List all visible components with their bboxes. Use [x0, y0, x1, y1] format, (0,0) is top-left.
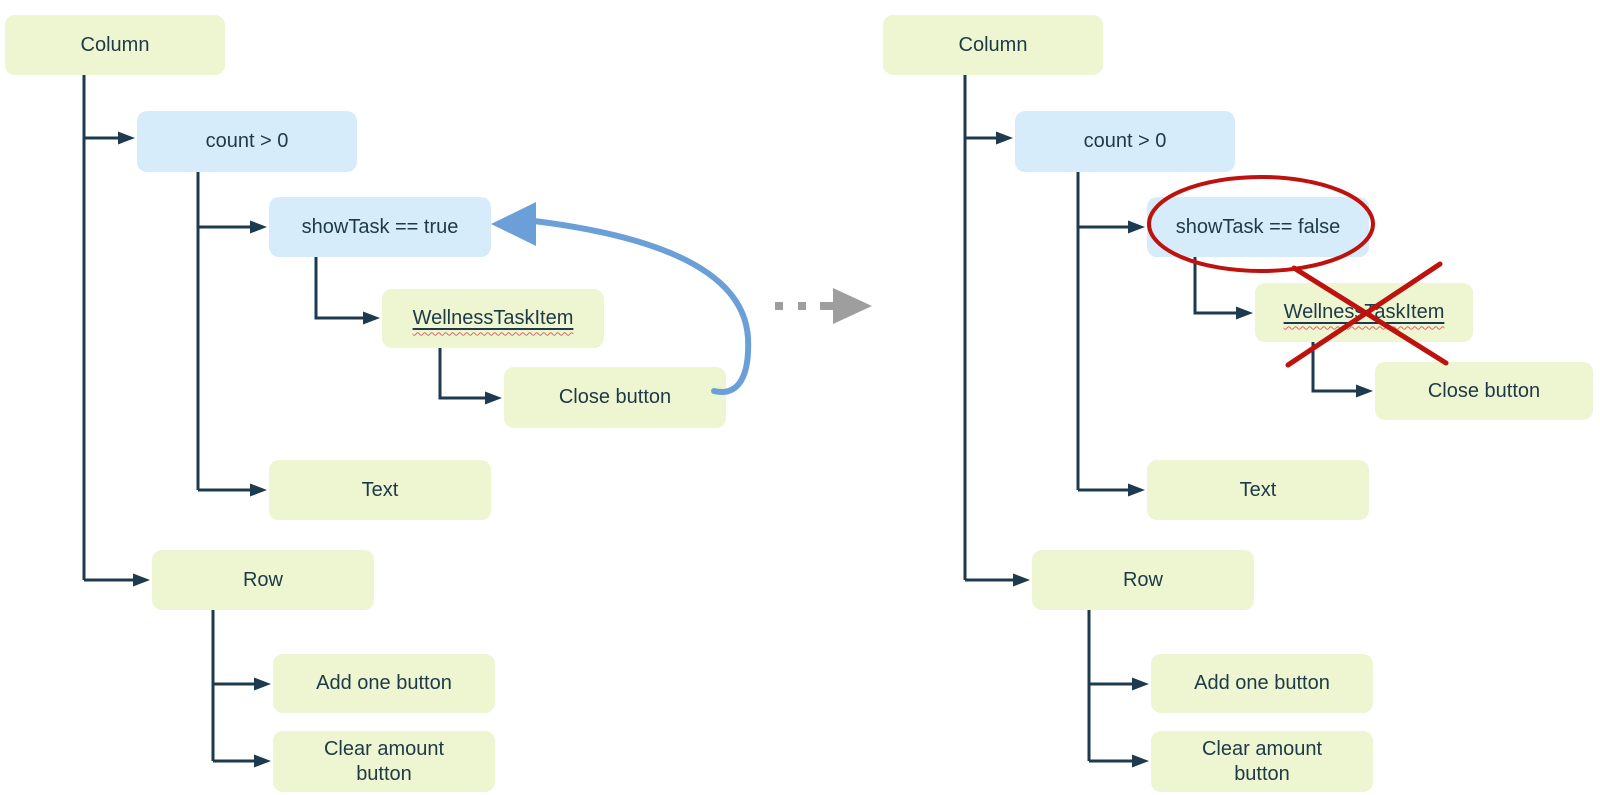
left-node-add-one-button: Add one button — [273, 654, 495, 713]
node-label: count > 0 — [205, 130, 289, 153]
right-node-text: Text — [1147, 460, 1369, 520]
node-label: Clear amount button — [1201, 738, 1323, 785]
right-node-wellnesstaskitem: WellnessTaskItem — [1255, 283, 1473, 342]
left-node-clear-amount-button: Clear amount button — [273, 731, 495, 792]
left-node-column: Column — [5, 15, 225, 75]
right-node-close-button: Close button — [1375, 362, 1593, 420]
node-label: Close button — [558, 386, 672, 409]
left-node-close-button: Close button — [504, 367, 726, 428]
right-node-add-one-button: Add one button — [1151, 654, 1373, 713]
right-node-showtask-condition: showTask == false — [1147, 197, 1369, 257]
node-label: Column — [80, 33, 150, 56]
node-label: Add one button — [316, 672, 452, 695]
node-label: Close button — [1427, 379, 1541, 402]
node-label: Row — [1122, 568, 1163, 591]
node-label: WellnessTaskItem — [1283, 301, 1445, 324]
node-label: Text — [1239, 478, 1277, 501]
right-node-row: Row — [1032, 550, 1254, 610]
right-node-column: Column — [883, 15, 1103, 75]
node-label: Text — [361, 478, 399, 501]
node-label: Add one button — [1194, 672, 1330, 695]
node-label: count > 0 — [1083, 130, 1167, 153]
node-label: showTask == false — [1175, 215, 1341, 238]
left-node-count-condition: count > 0 — [137, 111, 357, 172]
right-node-clear-amount-button: Clear amount button — [1151, 731, 1373, 792]
left-node-showtask-condition: showTask == true — [269, 197, 491, 257]
dashed-transition-arrow-icon — [775, 288, 872, 324]
node-label: WellnessTaskItem — [412, 307, 574, 330]
right-node-count-condition: count > 0 — [1015, 111, 1235, 172]
left-node-text: Text — [269, 460, 491, 520]
node-label: showTask == true — [301, 215, 459, 238]
left-node-row: Row — [152, 550, 374, 610]
node-label: Column — [958, 33, 1028, 56]
node-label: Clear amount button — [323, 738, 445, 785]
left-node-wellnesstaskitem: WellnessTaskItem — [382, 289, 604, 348]
node-label: Row — [242, 568, 283, 591]
